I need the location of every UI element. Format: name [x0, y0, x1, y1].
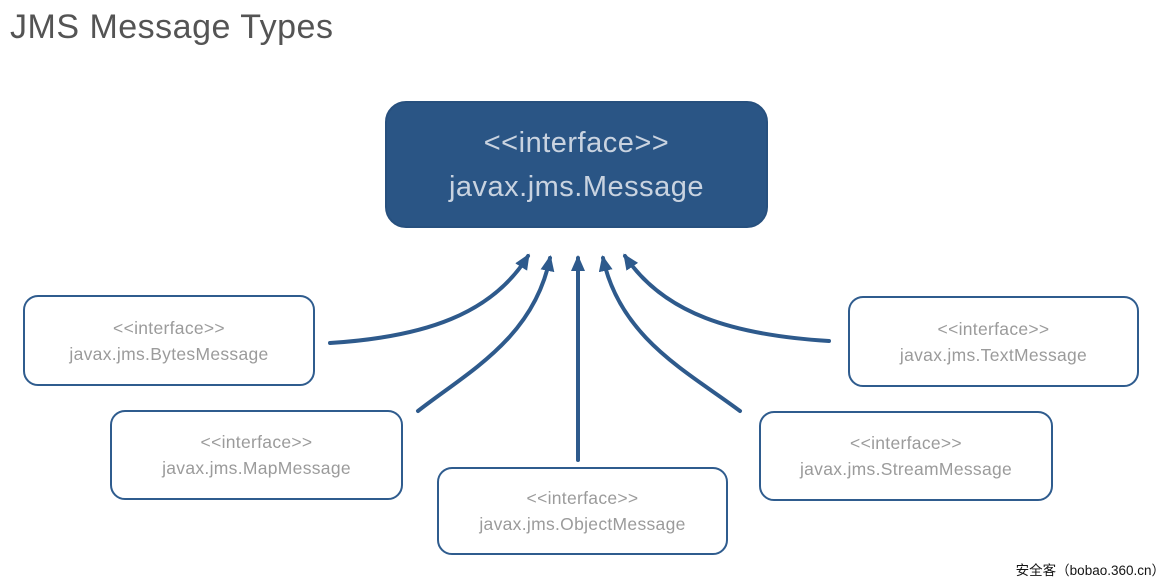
node-javax-jms-message: <<interface>> javax.jms.Message: [385, 101, 768, 228]
node-stereotype: <<interface>>: [113, 317, 225, 338]
node-javax-jms-mapmessage: <<interface>> javax.jms.MapMessage: [110, 410, 403, 500]
page-title: JMS Message Types: [10, 8, 334, 46]
node-label: javax.jms.Message: [448, 170, 705, 203]
inheritance-arrow-text: [623, 253, 831, 343]
node-label: javax.jms.TextMessage: [899, 344, 1088, 365]
node-stereotype: <<interface>>: [483, 126, 670, 159]
node-label: javax.jms.MapMessage: [162, 458, 351, 478]
node-javax-jms-textmessage: <<interface>> javax.jms.TextMessage: [848, 296, 1139, 387]
inheritance-arrow-map: [416, 255, 555, 413]
node-javax-jms-objectmessage: <<interface>> javax.jms.ObjectMessage: [437, 467, 728, 555]
node-label: javax.jms.StreamMessage: [799, 459, 1013, 479]
inheritance-arrow-stream: [598, 255, 742, 413]
node-stereotype: <<interface>>: [850, 433, 962, 453]
node-label: javax.jms.ObjectMessage: [479, 514, 686, 534]
node-stereotype: <<interface>>: [200, 432, 313, 452]
inheritance-arrow-bytes: [328, 253, 530, 345]
node-label: javax.jms.BytesMessage: [69, 343, 269, 364]
node-stereotype: <<interface>>: [526, 488, 639, 508]
node-javax-jms-bytesmessage: <<interface>> javax.jms.BytesMessage: [23, 295, 315, 386]
node-javax-jms-streammessage: <<interface>> javax.jms.StreamMessage: [759, 411, 1053, 501]
watermark: 安全客（bobao.360.cn）: [1015, 563, 1165, 578]
node-stereotype: <<interface>>: [937, 318, 1050, 339]
